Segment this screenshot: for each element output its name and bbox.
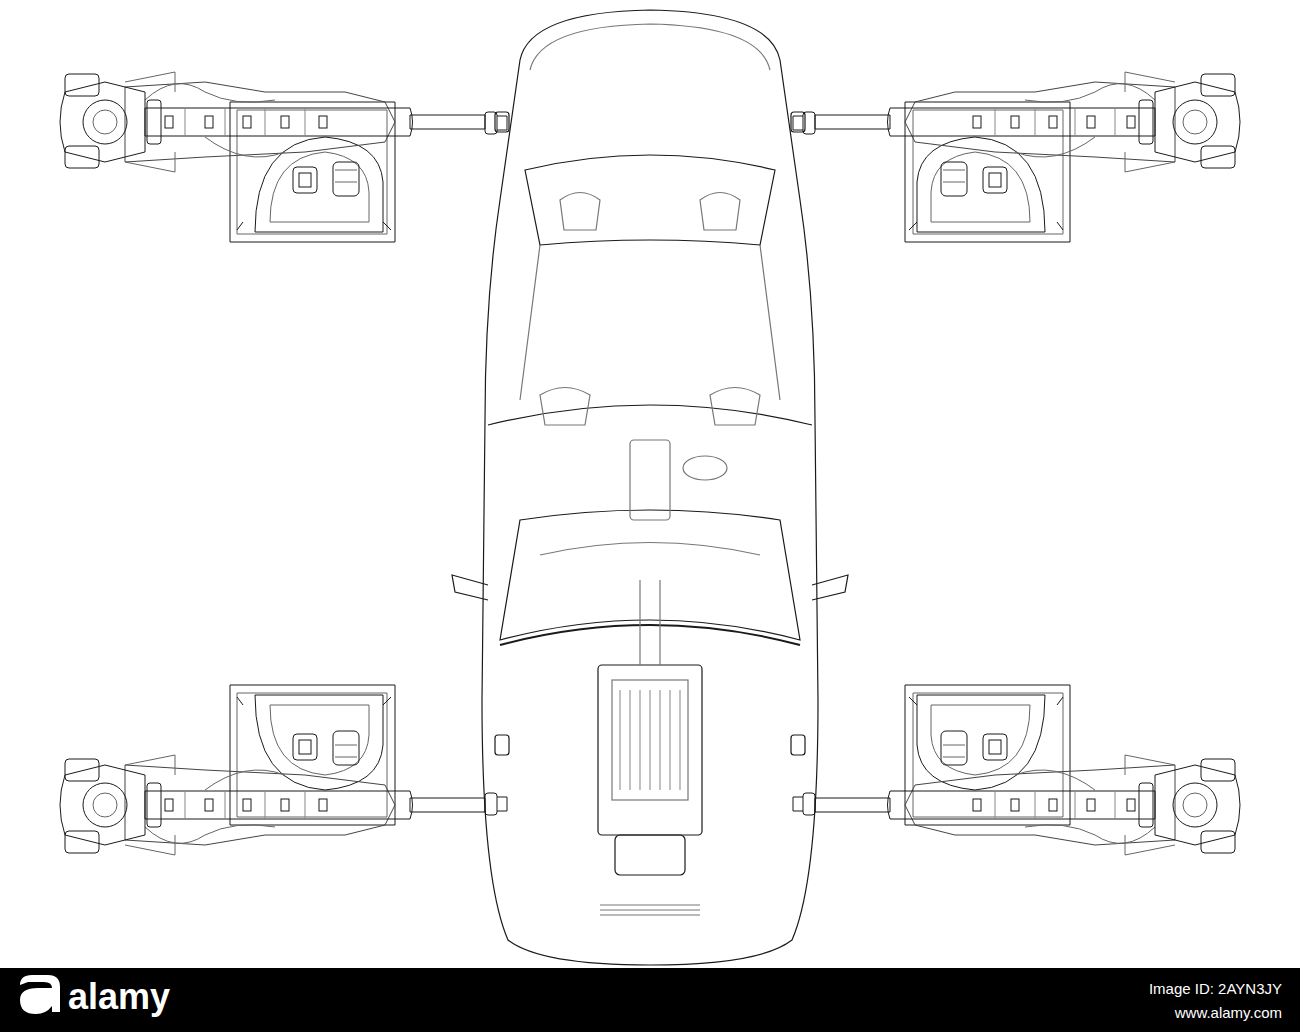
image-id: Image ID: 2AYN3JY — [1149, 980, 1282, 997]
watermark-logo: alamy — [68, 976, 170, 1018]
watermark-url: www.alamy.com — [1175, 1004, 1282, 1021]
